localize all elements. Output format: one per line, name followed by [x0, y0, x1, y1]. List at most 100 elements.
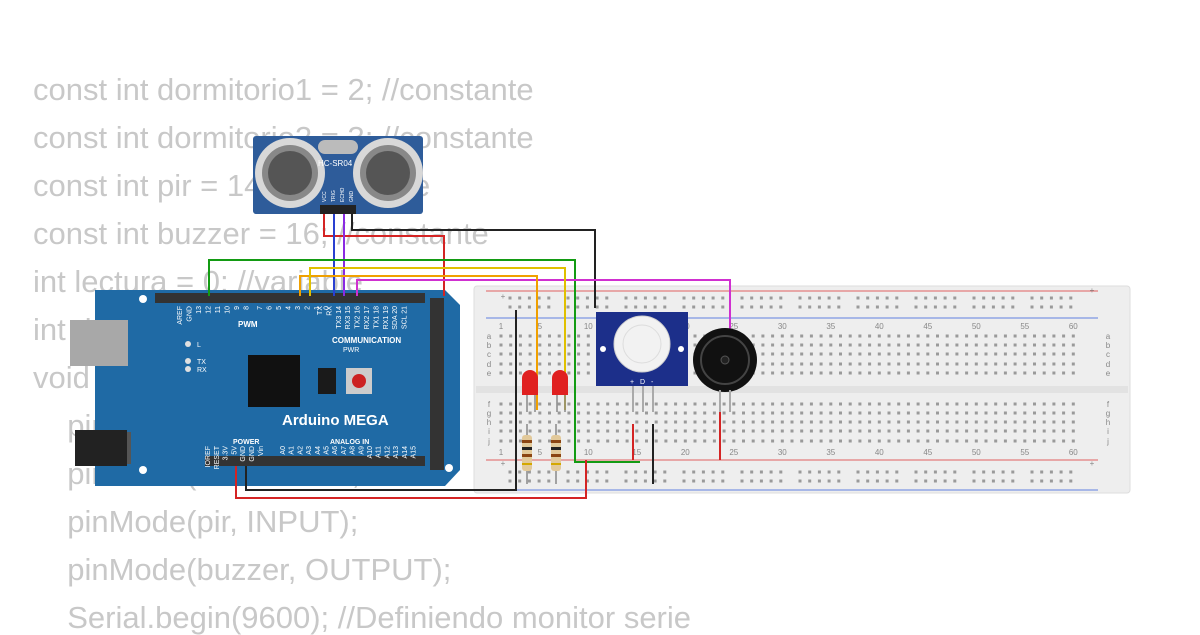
breadboard-hole — [518, 362, 522, 366]
breadboard-hole — [868, 352, 872, 356]
breadboard-hole — [798, 305, 802, 309]
breadboard-hole — [877, 402, 881, 406]
breadboard-hole — [790, 429, 794, 433]
breadboard-hole — [557, 411, 561, 415]
breadboard-hole — [945, 343, 949, 347]
breadboard-hole — [537, 305, 541, 309]
breadboard-hole — [771, 352, 775, 356]
pin-label: 2 — [305, 306, 312, 310]
breadboard-hole — [1001, 305, 1005, 309]
breadboard-hole — [926, 439, 930, 443]
breadboard-hole — [1001, 479, 1005, 483]
breadboard-hole — [606, 420, 610, 424]
breadboard-hole — [732, 402, 736, 406]
breadboard-hole — [586, 429, 590, 433]
breadboard-hole — [769, 479, 773, 483]
breadboard-hole — [933, 470, 937, 474]
column-number: 5 — [538, 448, 543, 457]
breadboard-hole — [809, 343, 813, 347]
breadboard-hole — [875, 470, 879, 474]
breadboard-hole — [683, 439, 687, 443]
breadboard-hole — [829, 371, 833, 375]
breadboard-hole — [566, 479, 570, 483]
column-number: 15 — [632, 448, 641, 457]
pin-label: GND — [240, 446, 247, 462]
digital-header — [155, 293, 425, 303]
breadboard-hole — [1013, 429, 1017, 433]
breadboard-hole — [965, 334, 969, 338]
breadboard-hole — [897, 343, 901, 347]
breadboard-hole — [1023, 429, 1027, 433]
pin-label: A0 — [280, 446, 287, 455]
breadboard-hole — [625, 439, 629, 443]
ultrasonic-pin-echo: ECHO — [340, 187, 346, 202]
breadboard-hole — [653, 479, 657, 483]
breadboard-hole — [800, 420, 804, 424]
breadboard-hole — [829, 411, 833, 415]
breadboard-hole — [722, 429, 726, 433]
breadboard-hole — [711, 305, 715, 309]
breadboard-hole — [732, 411, 736, 415]
breadboard-hole — [1013, 402, 1017, 406]
breadboard-hole — [916, 352, 920, 356]
breadboard-hole — [994, 371, 998, 375]
breadboard-hole — [653, 305, 657, 309]
breadboard-hole — [1071, 420, 1075, 424]
breadboard-hole — [858, 362, 862, 366]
breadboard-hole — [721, 479, 725, 483]
breadboard-hole — [577, 371, 581, 375]
breadboard-hole — [682, 479, 686, 483]
breadboard-hole — [566, 305, 570, 309]
breadboard-hole — [887, 420, 891, 424]
breadboard-hole — [577, 334, 581, 338]
power-label: POWER — [233, 439, 259, 446]
breadboard-hole — [972, 305, 976, 309]
pin-label: GND — [187, 306, 194, 322]
row-letter: h — [487, 418, 491, 427]
breadboard-hole — [926, 411, 930, 415]
breadboard-hole — [576, 305, 580, 309]
breadboard-hole — [518, 296, 522, 300]
breadboard-hole — [1023, 411, 1027, 415]
breadboard-hole — [790, 334, 794, 338]
rail-plus-label: + — [1090, 286, 1095, 295]
breadboard-hole — [848, 352, 852, 356]
breadboard-hole — [1069, 470, 1073, 474]
breadboard-hole — [508, 296, 512, 300]
breadboard-hole — [732, 429, 736, 433]
breadboard-hole — [809, 429, 813, 433]
breadboard-hole — [771, 429, 775, 433]
breadboard-hole — [800, 343, 804, 347]
row-letter: b — [1106, 341, 1111, 350]
breadboard-hole — [528, 334, 532, 338]
breadboard-hole — [839, 334, 842, 338]
breadboard-hole — [994, 402, 998, 406]
breadboard-hole — [635, 420, 639, 424]
breadboard-hole — [798, 296, 802, 300]
breadboard-hole — [829, 439, 833, 443]
breadboard-hole — [566, 296, 570, 300]
breadboard-hole — [945, 371, 949, 375]
breadboard-hole — [790, 420, 794, 424]
breadboard-hole — [586, 439, 590, 443]
breadboard-hole — [654, 411, 658, 415]
breadboard-hole — [771, 411, 775, 415]
code-line: pinMode(pir, INPUT); — [50, 504, 359, 539]
breadboard-hole — [829, 362, 833, 366]
breadboard-hole — [1003, 402, 1007, 406]
breadboard-hole — [984, 343, 988, 347]
breadboard-hole — [693, 429, 697, 433]
breadboard-hole — [1052, 429, 1056, 433]
breadboard-hole — [1011, 470, 1015, 474]
breadboard-hole — [595, 479, 599, 483]
breadboard-hole — [790, 402, 794, 406]
breadboard-hole — [887, 371, 891, 375]
breadboard-hole — [693, 411, 697, 415]
breadboard-hole — [566, 470, 570, 474]
led-2 — [552, 370, 568, 412]
breadboard-hole — [897, 362, 901, 366]
breadboard-hole — [984, 334, 988, 338]
breadboard-hole — [518, 352, 522, 356]
breadboard-hole — [751, 439, 755, 443]
